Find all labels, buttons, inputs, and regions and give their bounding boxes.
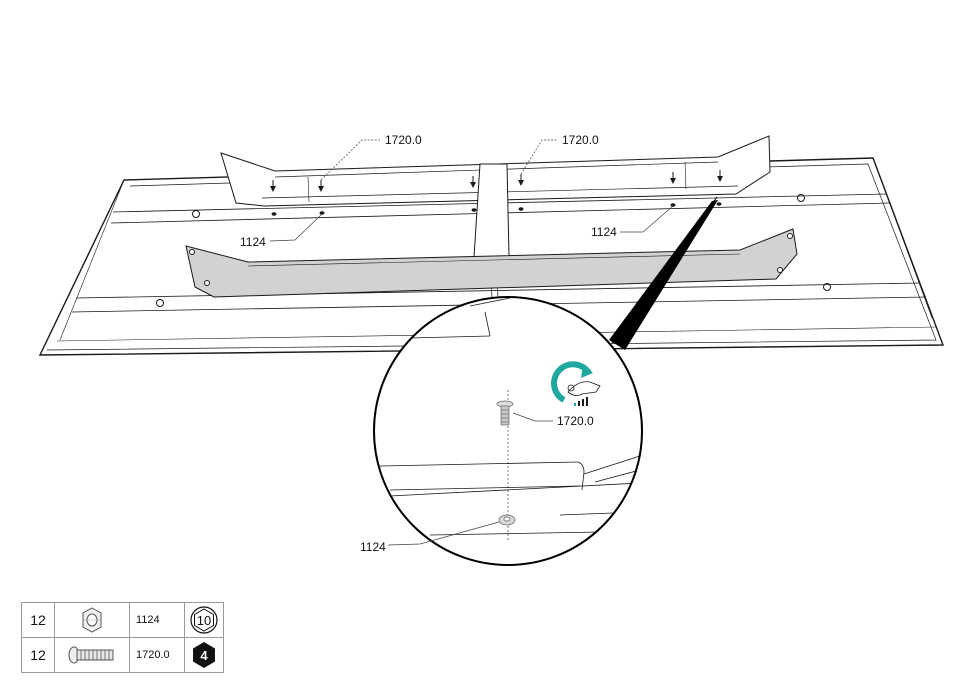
hex-key-icon: 4 xyxy=(184,637,224,673)
hex-key-size-label: 4 xyxy=(200,648,208,663)
callout-nut-left: 1124 xyxy=(240,235,266,249)
parts-row-bolt: 12 1720.0 4 xyxy=(21,637,224,673)
parts-row-nut: 12 1124 10 xyxy=(21,602,224,638)
callout-bolt-left: 1720.0 xyxy=(385,133,422,147)
lower-bracket xyxy=(185,228,798,298)
detail-view: 1720.0 1124 xyxy=(360,296,643,566)
callout-nut-right: 1124 xyxy=(591,225,617,239)
callout-nut-detail: 1124 xyxy=(360,540,386,554)
tighten-torque-icon xyxy=(551,361,601,406)
callout-bolt-detail: 1720.0 xyxy=(557,414,594,428)
detail-bolt xyxy=(496,400,514,426)
bolt-icon xyxy=(54,637,130,673)
socket-size-label: 10 xyxy=(197,613,211,628)
nut-icon xyxy=(54,602,130,638)
part-quantity: 12 xyxy=(21,602,55,638)
part-code: 1124 xyxy=(129,602,185,638)
socket-size-icon: 10 xyxy=(184,602,224,638)
part-code: 1720.0 xyxy=(129,637,185,673)
callout-bolt-right: 1720.0 xyxy=(562,133,599,147)
fastener-markers xyxy=(270,170,723,216)
parts-list: 12 1124 10 12 xyxy=(21,602,224,673)
leader-lines xyxy=(320,139,558,181)
detail-nut xyxy=(498,514,516,526)
part-quantity: 12 xyxy=(21,637,55,673)
zoom-wedge xyxy=(609,200,718,350)
